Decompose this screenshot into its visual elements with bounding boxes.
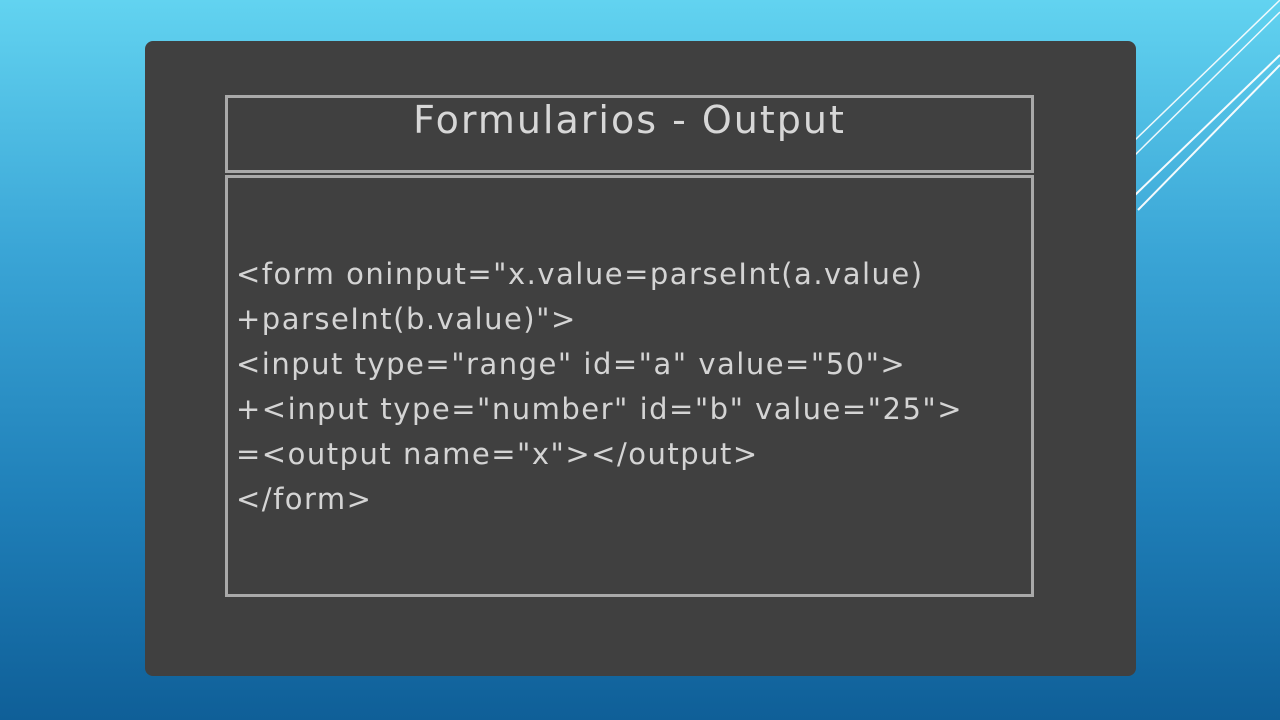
slide-panel: Formularios - Output <form oninput="x.va… <box>145 41 1136 676</box>
decor-line-2 <box>1134 11 1280 156</box>
slide-title: Formularios - Output <box>413 98 846 143</box>
decor-line-1 <box>1134 0 1280 141</box>
decor-line-3 <box>1134 54 1280 196</box>
code-line: </form> <box>236 482 373 516</box>
code-line: <input type="range" id="a" value="50"> <box>236 347 907 381</box>
decor-line-4 <box>1137 64 1280 211</box>
code-line: <form oninput="x.value=parseInt(a.value) <box>236 257 924 291</box>
code-line: +parseInt(b.value)"> <box>236 302 577 336</box>
code-box: <form oninput="x.value=parseInt(a.value)… <box>225 175 1034 597</box>
code-line: =<output name="x"></output> <box>236 437 759 471</box>
code-block: <form oninput="x.value=parseInt(a.value)… <box>236 252 963 522</box>
decorative-lines <box>1134 0 1280 211</box>
title-box: Formularios - Output <box>225 95 1034 173</box>
code-line: +<input type="number" id="b" value="25"> <box>236 392 964 426</box>
